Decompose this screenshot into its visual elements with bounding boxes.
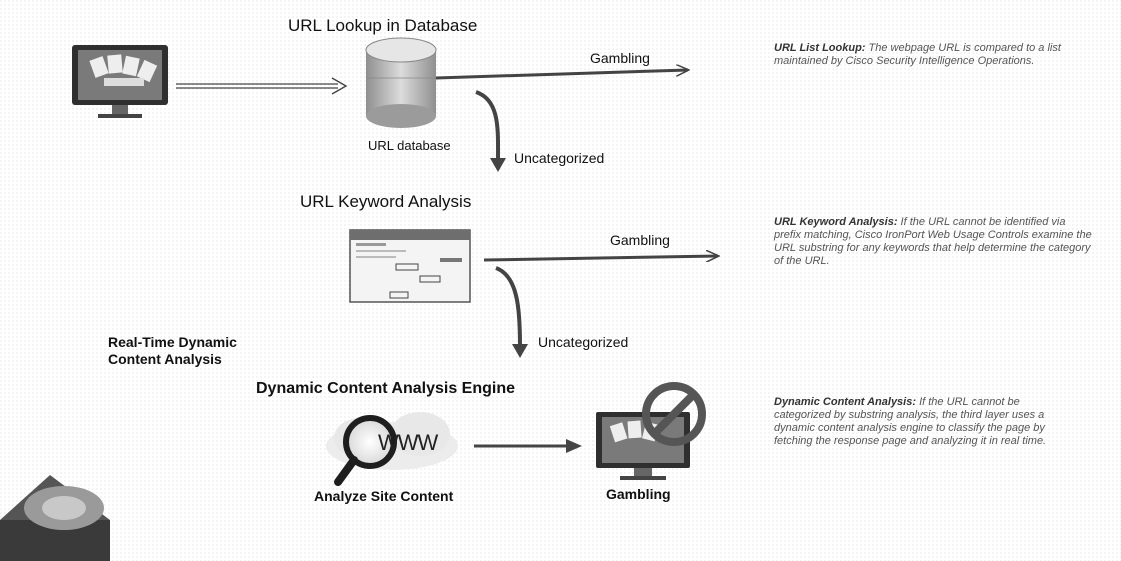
layer3-side-label-line1: Real-Time Dynamic (108, 334, 237, 350)
arrow-uncategorized-1-head (490, 158, 506, 172)
database-icon (365, 37, 437, 128)
layer3-title: Dynamic Content Analysis Engine (256, 380, 516, 397)
layer3-side-label-line2: Content Analysis (108, 351, 222, 367)
layer3-note: Dynamic Content Analysis: If the URL can… (774, 396, 1074, 448)
magnifier-icon (334, 415, 397, 486)
layer3-note-heading: Dynamic Content Analysis: (774, 396, 917, 408)
layer2-title: URL Keyword Analysis (300, 192, 472, 211)
layer2-uncategorized-label: Uncategorized (538, 334, 629, 350)
blocked-gambling-monitor-icon (596, 412, 690, 480)
layer1-note-body: The webpage URL is compared to a list ma… (774, 42, 1061, 67)
www-text: WWW (378, 430, 438, 455)
layer2-note-heading: URL Keyword Analysis: (774, 216, 898, 228)
layer1-uncategorized-label: Uncategorized (514, 150, 605, 166)
keyword-analysis-window-icon (349, 229, 471, 303)
layer1-title: URL Lookup in Database (288, 16, 478, 35)
layer1-note: URL List Lookup: The webpage URL is comp… (774, 42, 1074, 68)
layer1-gambling-label: Gambling (590, 50, 650, 66)
layer3-gambling-label: Gambling (606, 486, 671, 502)
arrow-gambling-1 (435, 70, 688, 80)
arrow-gambling-2 (483, 256, 718, 260)
analyze-site-content-label: Analyze Site Content (314, 488, 454, 504)
block-sign-icon (642, 382, 706, 446)
layer3-note-body: If the URL cannot be categorized by subs… (774, 396, 1047, 447)
layer1-note-heading: URL List Lookup: (774, 42, 866, 54)
arrow-to-database (176, 77, 348, 95)
monitor-cards-icon (72, 45, 168, 118)
layer2-note: URL Keyword Analysis: If the URL cannot … (774, 216, 1094, 268)
layer2-gambling-label: Gambling (610, 232, 670, 248)
arrow-to-result (474, 439, 582, 453)
database-label: URL database (368, 138, 451, 153)
corner-decoration (0, 475, 110, 561)
arrow-uncategorized-2-head (512, 344, 528, 358)
arrow-uncategorized-1 (475, 90, 501, 161)
layer2-note-body: If the URL cannot be identified via pref… (774, 216, 1092, 267)
arrow-uncategorized-2 (495, 266, 522, 347)
